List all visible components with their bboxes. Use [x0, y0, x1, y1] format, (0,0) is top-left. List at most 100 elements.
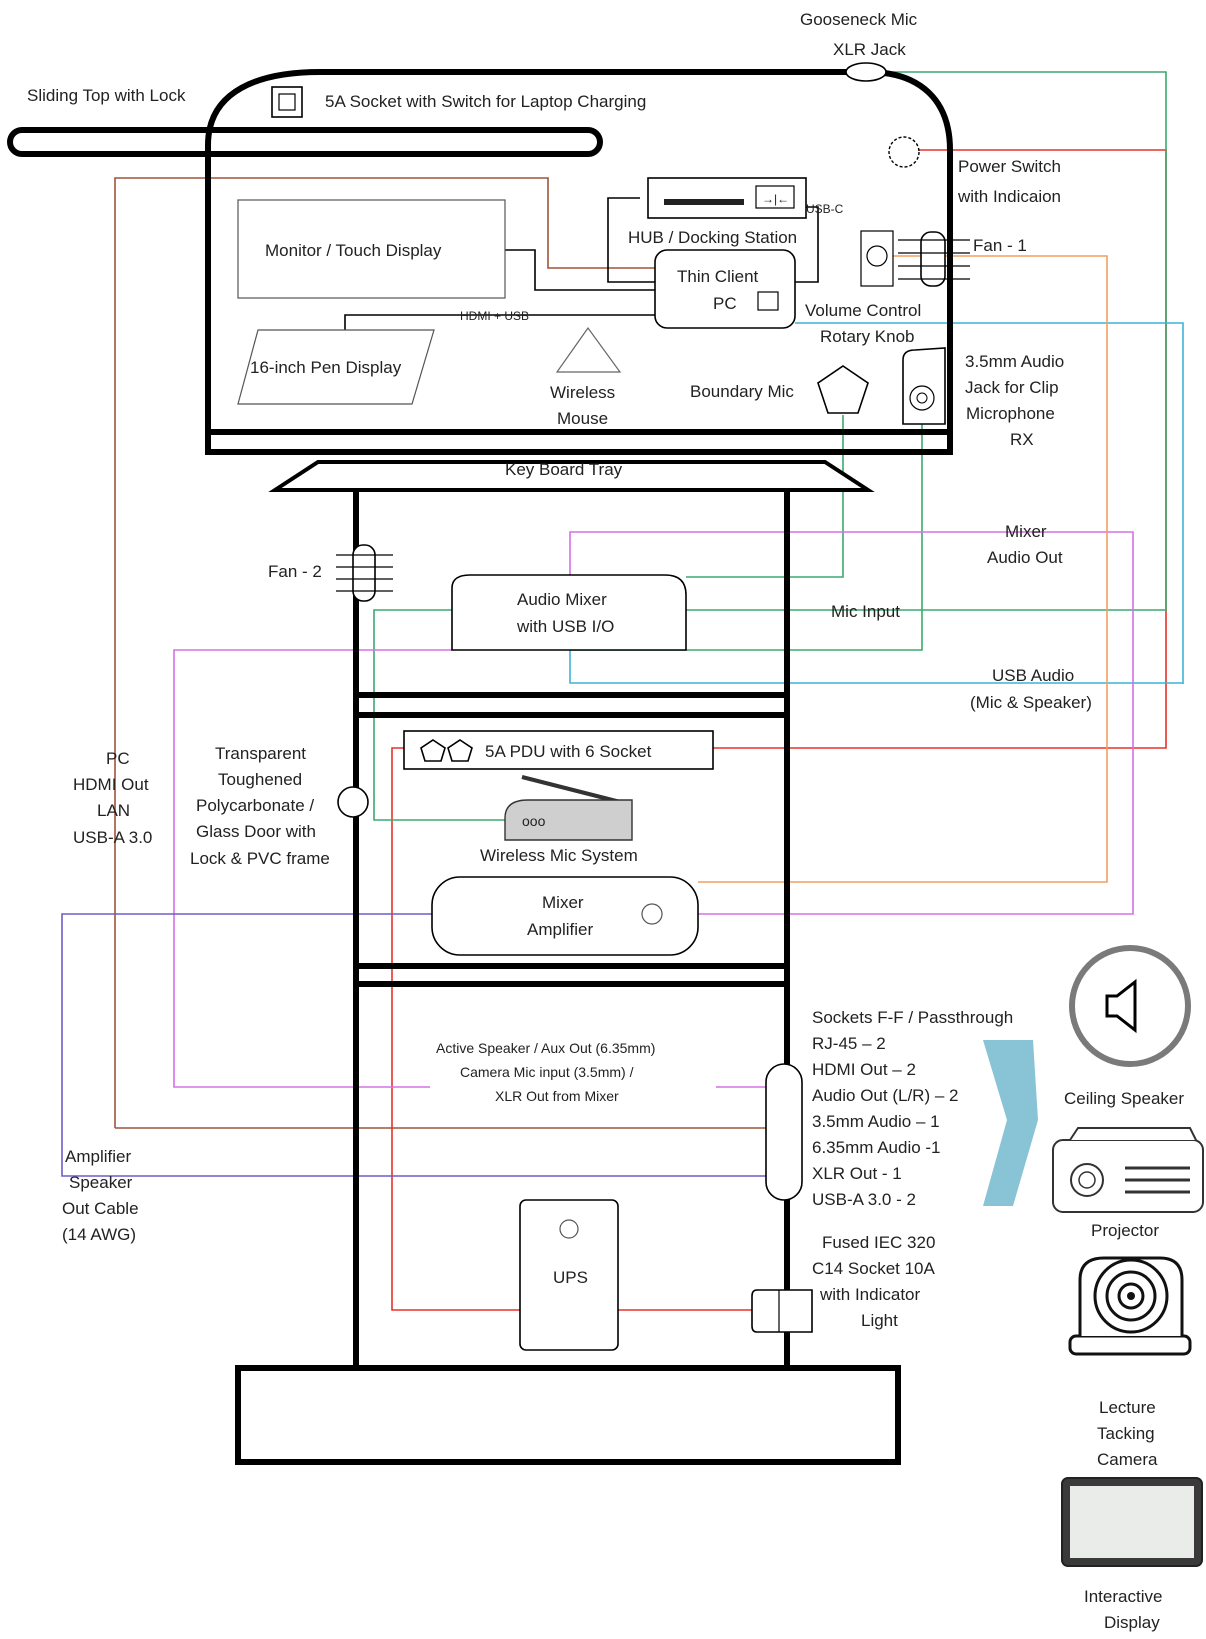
audio-jack-label: RX: [1010, 430, 1034, 449]
wires: [61, 71, 1184, 1311]
mixer-amplifier: [431, 876, 699, 956]
sockets-label: HDMI Out – 2: [812, 1060, 916, 1079]
iec-label: C14 Socket 10A: [812, 1259, 936, 1278]
boundary-mic-icon: [817, 365, 869, 414]
monitor-pc-link: [505, 249, 655, 291]
door-label: Polycarbonate /: [196, 796, 314, 815]
mixer-audio-out-label: Mixer: [1005, 522, 1047, 541]
wireless-mouse-label: Mouse: [557, 409, 608, 428]
keyboard-tray: [268, 460, 875, 492]
amp-speaker-wire: [61, 913, 770, 1177]
sockets-passthrough-panel: [765, 1063, 803, 1201]
audio-jack-label: Microphone: [966, 404, 1055, 423]
door-label: Toughened: [218, 770, 302, 789]
wireless-mouse-icon: [555, 326, 622, 373]
usb-audio-label: (Mic & Speaker): [970, 693, 1092, 712]
active-speaker-label: XLR Out from Mixer: [495, 1088, 619, 1104]
boundary-mic-label: Boundary Mic: [690, 382, 794, 401]
pc-connections-label: HDMI Out: [73, 775, 149, 794]
ups-label: UPS: [553, 1268, 588, 1287]
hdmi-usb-label: HDMI + USB: [460, 309, 529, 323]
amp-cable-label: Out Cable: [62, 1199, 139, 1218]
thin-client-button: [757, 291, 779, 311]
sockets-label: Audio Out (L/R) – 2: [812, 1086, 958, 1105]
volume-label: Rotary Knob: [820, 327, 915, 346]
socket-5a-icon: [271, 86, 303, 118]
fan-2-icon: [352, 544, 376, 602]
interactive-display-label: Display: [1104, 1613, 1160, 1632]
audio-mixer-label: with USB I/O: [516, 617, 614, 636]
labels: Gooseneck Mic XLR Jack Sliding Top with …: [27, 10, 1184, 1632]
door-label: Transparent: [215, 744, 306, 763]
mixer-audio-out-label: Audio Out: [987, 548, 1063, 567]
active-speaker-label: Camera Mic input (3.5mm) /: [460, 1064, 634, 1080]
power-switch-icon: [888, 136, 920, 168]
monitor-touch-display: [237, 199, 506, 299]
interactive-display-screen: [1070, 1486, 1194, 1558]
door-label: Glass Door with: [196, 822, 316, 841]
pen-display-link: [344, 314, 655, 330]
hub-ports-icon: ▬▬▬▬: [664, 188, 744, 210]
audio-jack-inner: [916, 392, 928, 404]
iec-socket: [751, 1289, 813, 1333]
hub-pc-link: [607, 197, 655, 283]
volume-knob-icon: [866, 245, 888, 267]
sockets-label: 6.35mm Audio -1: [812, 1138, 941, 1157]
ceiling-speaker-label: Ceiling Speaker: [1064, 1089, 1184, 1108]
audio-mixer: [451, 574, 687, 651]
thin-client-pc: [654, 249, 796, 329]
thin-client-label: Thin Client: [677, 267, 759, 286]
boundary-mic-wire: [686, 415, 844, 578]
clip-mic-wire: [570, 415, 923, 651]
fan2-label: Fan - 2: [268, 562, 322, 581]
wireless-mic-dots: ooo: [522, 813, 546, 829]
fan-1-fins: [898, 239, 970, 280]
sockets-label: RJ-45 – 2: [812, 1034, 886, 1053]
projector-lens-inner: [1078, 1171, 1096, 1189]
pc-connections-label: LAN: [97, 801, 130, 820]
mixer-amp-label: Mixer: [542, 893, 584, 912]
fan-1-icon: [920, 231, 946, 287]
fan1-label: Fan - 1: [973, 236, 1027, 255]
camera-label: Lecture: [1099, 1398, 1156, 1417]
upper-cabinet-base: [205, 429, 953, 455]
mixer-amp-knob-icon: [641, 903, 663, 925]
gooseneck-label: Gooseneck Mic: [800, 10, 918, 29]
iec-label: Light: [861, 1311, 898, 1330]
gooseneck-wire: [686, 71, 1167, 611]
projector-top: [1069, 1127, 1197, 1141]
pc-connections-label: USB-A 3.0: [73, 828, 152, 847]
camera-label: Camera: [1097, 1450, 1158, 1469]
mic-input-label: Mic Input: [831, 602, 900, 621]
mixer-amp-label: Amplifier: [527, 920, 593, 939]
audio-jack-label: 3.5mm Audio: [965, 352, 1064, 371]
amp-cable-label: Speaker: [69, 1173, 133, 1192]
hub-usb-icon: [755, 185, 795, 209]
hub-arrows: →|←: [762, 192, 789, 206]
amp-cable-label: (14 AWG): [62, 1225, 136, 1244]
audio-mixer-label: Audio Mixer: [517, 590, 607, 609]
socket-5a-inner: [278, 93, 296, 111]
projector-label: Projector: [1091, 1221, 1159, 1240]
volume-knob-wire: [698, 255, 1108, 883]
gooseneck-label: XLR Jack: [833, 40, 906, 59]
wireless-mouse-label: Wireless: [550, 383, 615, 402]
volume-label: Volume Control: [805, 301, 921, 320]
iec-label: with Indicator: [819, 1285, 920, 1304]
mixer-audio-out-wire: [569, 531, 1134, 915]
wireless-mic-receiver: [504, 799, 633, 841]
upper-cabinet: [205, 69, 953, 455]
wireless-mic-label: Wireless Mic System: [480, 846, 638, 865]
pen-display: [237, 329, 435, 405]
pdu-label: 5A PDU with 6 Socket: [485, 742, 652, 761]
speaker-glyph: [1105, 978, 1137, 1034]
output-arrow-icon: [983, 1040, 1038, 1206]
ups: [519, 1199, 619, 1351]
sockets-label: 3.5mm Audio – 1: [812, 1112, 940, 1131]
pen-display-label: 16-inch Pen Display: [250, 358, 402, 377]
hub-label: HUB / Docking Station: [628, 228, 797, 247]
fan-2-fins: [336, 554, 393, 592]
amp-cable-label: Amplifier: [65, 1147, 131, 1166]
power-switch-label: Power Switch: [958, 157, 1061, 176]
